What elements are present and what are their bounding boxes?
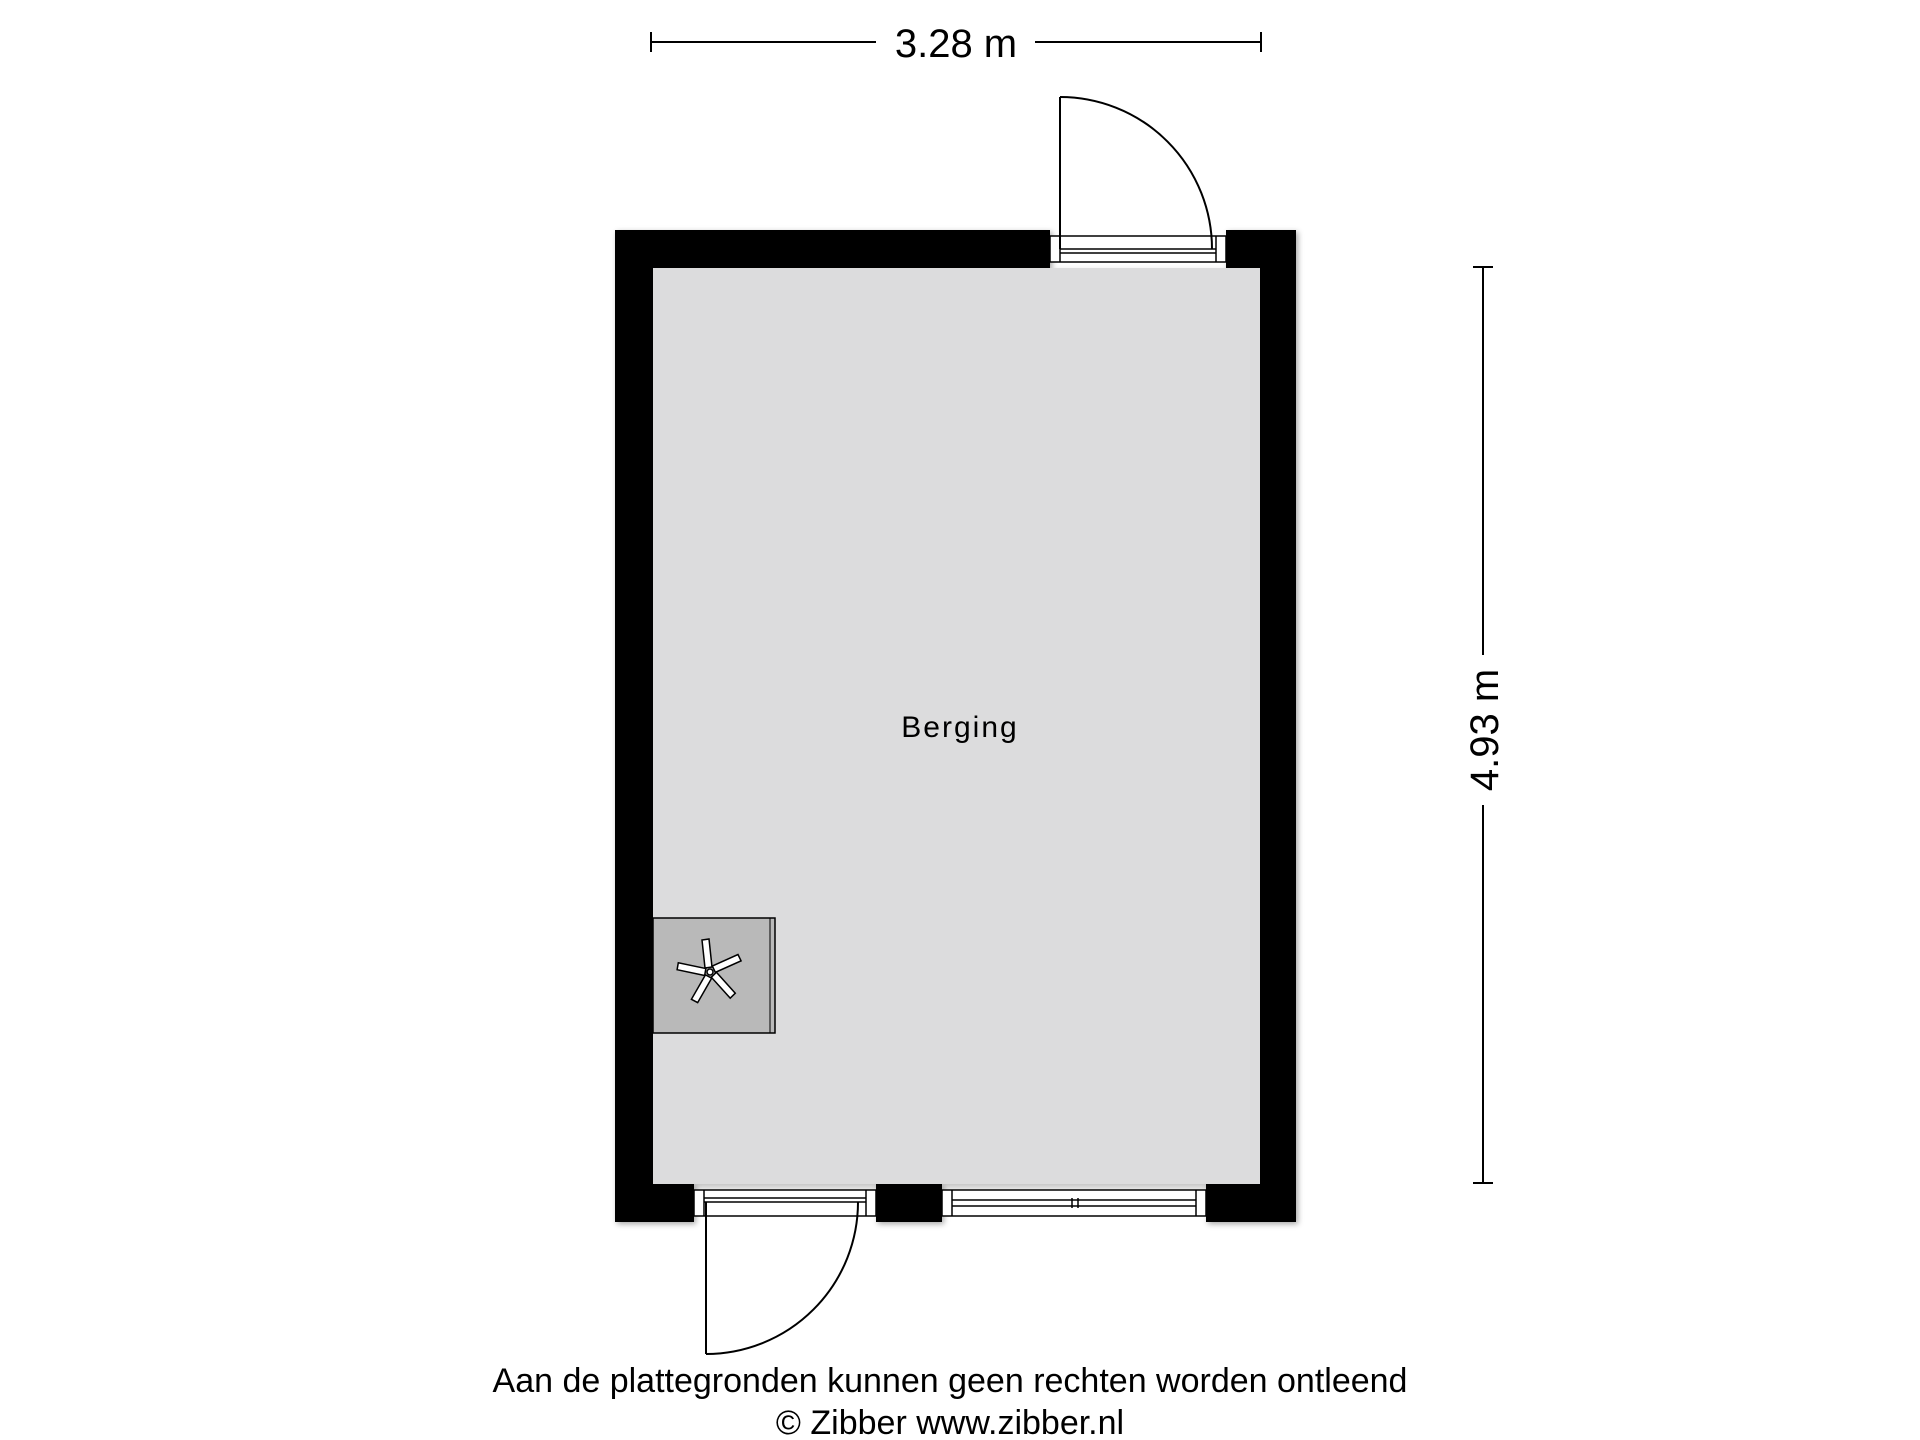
bottom-door-swing bbox=[705, 1201, 859, 1355]
walls bbox=[615, 230, 1296, 1222]
boiler-fixture bbox=[652, 917, 776, 1034]
depth-dimension: 4.93 m bbox=[1463, 266, 1507, 1184]
fan-icon bbox=[676, 938, 743, 1004]
room-label: Berging bbox=[901, 711, 1018, 744]
disclaimer-text: Aan de plattegronden kunnen geen rechten… bbox=[493, 1362, 1408, 1400]
depth-label: 4.93 m bbox=[1463, 669, 1507, 791]
bottom-window bbox=[941, 1189, 1207, 1217]
width-dimension: 3.28 m bbox=[650, 22, 1262, 66]
width-label: 3.28 m bbox=[895, 22, 1017, 66]
top-door-frame bbox=[1049, 235, 1227, 263]
bottom-door-frame bbox=[693, 1189, 877, 1217]
copyright-text: © Zibber www.zibber.nl bbox=[776, 1404, 1124, 1440]
top-door-swing bbox=[1059, 96, 1213, 250]
